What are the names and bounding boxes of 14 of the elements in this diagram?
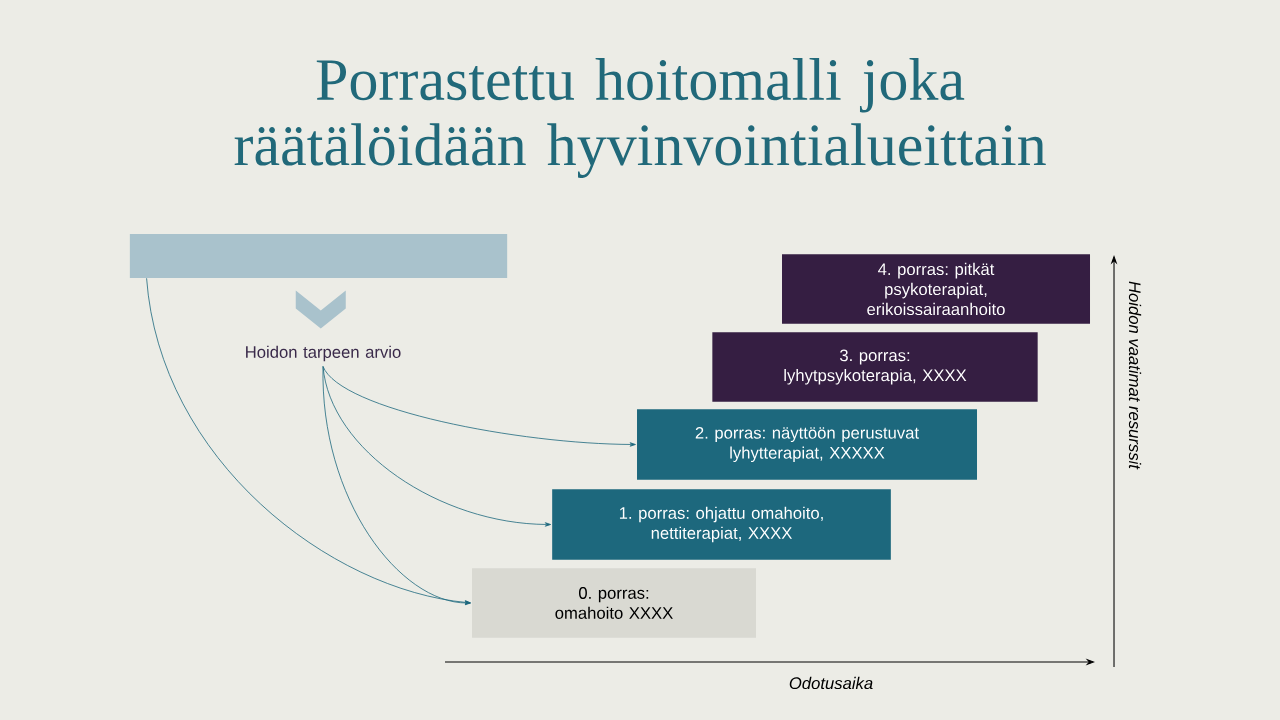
chevron-arrow [295,290,346,329]
step-box: 2. porras: näyttöön perustuvat lyhytterapiat, XXXXX [637,409,977,480]
title: Porrastettu hoitomalli joka räätälöidään hyvinvointialueittain [234,58,1046,178]
curved-arrow [322,366,636,447]
axis-label: Odotusaika [789,676,873,690]
step-box: 0. porras: omahoito XXXX [472,568,756,638]
step-box: 4. porras: pitkät psykoterapiat, erikoissairaanhoito [782,254,1090,324]
banner-box [129,234,508,278]
step-box: 1. porras: ohjattu omahoito, nettiterapiat, XXXX [552,489,891,560]
curved-arrow [146,277,471,605]
axis-label: Hoidon vaatimat resurssit [1128,281,1142,470]
step-box: 3. porras: lyhytpsykoterapia, XXXX [712,332,1038,402]
text-label: Hoidon tarpeen arvio [246,345,401,362]
curved-arrow [322,366,471,606]
